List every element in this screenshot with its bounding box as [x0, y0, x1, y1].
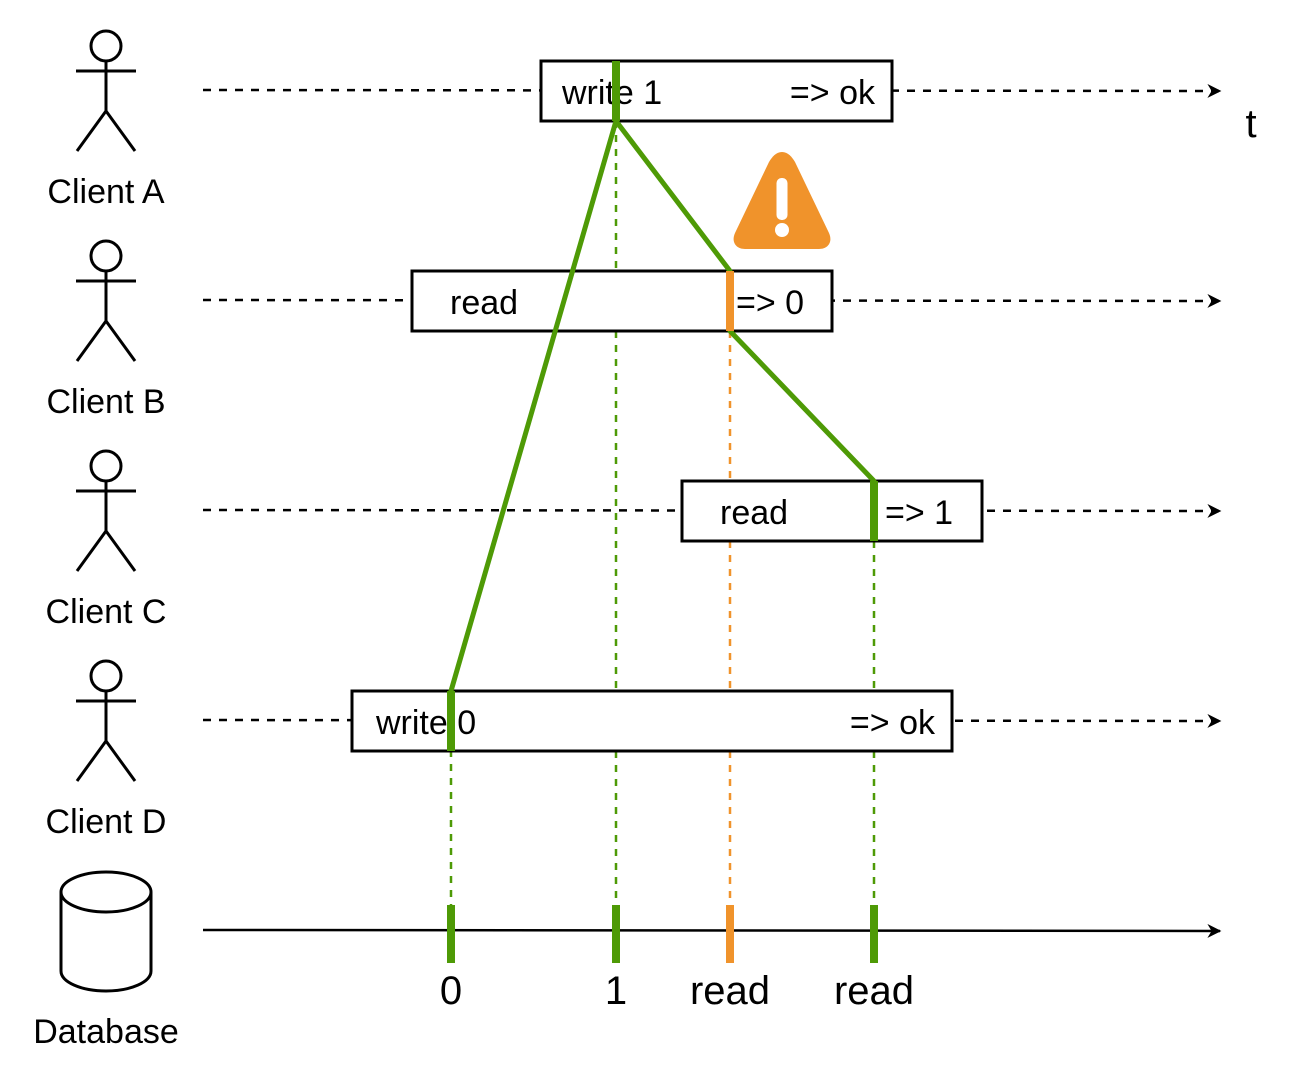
client-a-op-label: write 1 [561, 74, 662, 112]
database-event-marker [447, 905, 455, 963]
database-event-marker [612, 905, 620, 963]
linearization-point-write-0 [447, 691, 455, 751]
client-b-actor [75, 239, 137, 362]
client-b-op-label: read [450, 284, 518, 322]
database-icon [59, 870, 153, 993]
linearization-point-read-c [870, 481, 878, 541]
database-label: Database [33, 1013, 179, 1051]
client-a-write-box [539, 59, 894, 123]
client-d-op-label: write 0 [375, 704, 476, 742]
client-c-actor [75, 449, 137, 572]
database-event-label: 0 [440, 969, 462, 1013]
client-b-label: Client B [46, 383, 165, 421]
client-d-result-label: => ok [850, 704, 936, 742]
client-a-result-label: => ok [790, 74, 876, 112]
client-b-result-label: => 0 [736, 284, 804, 322]
database-timeline [202, 923, 1222, 938]
linearization-point-read-b [726, 271, 734, 331]
database-event-label: 1 [605, 969, 627, 1013]
client-c-op-label: read [720, 494, 788, 532]
linearization-point-write-1 [612, 61, 620, 121]
time-axis-label: t [1245, 102, 1256, 146]
client-c-label: Client C [46, 593, 167, 631]
client-a-label: Client A [47, 173, 164, 211]
linearization-path-a-to-b [613, 118, 733, 274]
database-event-label: read [834, 969, 914, 1013]
database-event-label: read [690, 969, 770, 1013]
client-a-actor [75, 29, 137, 152]
client-c-read-box [680, 479, 984, 543]
warning-icon [733, 152, 831, 249]
client-c-result-label: => 1 [885, 494, 953, 532]
database-event-marker [870, 905, 878, 963]
client-d-actor [75, 659, 137, 782]
client-d-label: Client D [46, 803, 167, 841]
linearization-path-b-to-c [727, 328, 877, 484]
linearization-path-d-to-a [448, 118, 619, 694]
client-b-read-box [410, 269, 834, 333]
database-event-marker [726, 905, 734, 963]
